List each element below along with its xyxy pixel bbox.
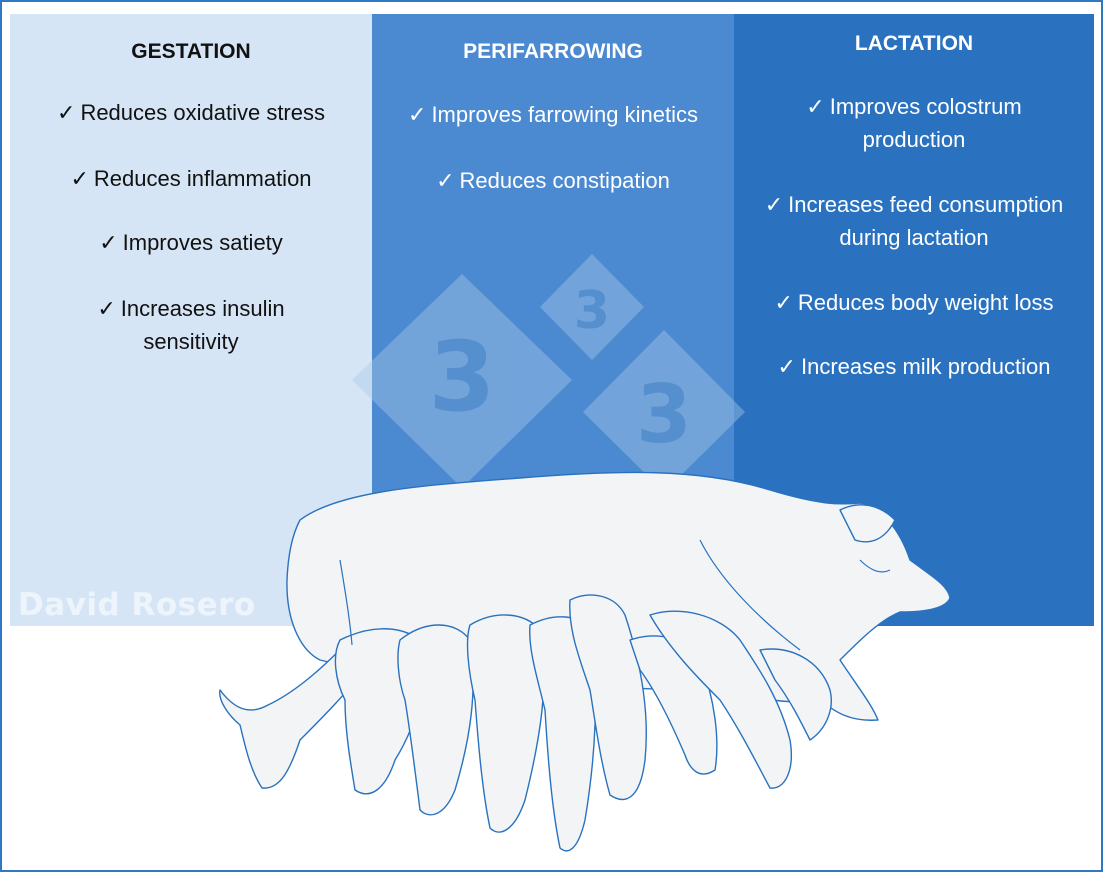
lactation-title: LACTATION xyxy=(854,32,974,55)
perifarrowing-item: ✓Improves farrowing kinetics xyxy=(408,102,698,127)
piglet xyxy=(397,624,474,816)
diamond-large-left xyxy=(352,274,572,488)
watermark-logo: 3 3 3 xyxy=(352,254,745,492)
author-watermark: David Rosero xyxy=(18,587,256,623)
check-icon: ✓ xyxy=(806,94,825,119)
piglet xyxy=(759,648,832,741)
gestation-item: ✓Improves satiety xyxy=(99,230,283,255)
gestation-item: ✓Reduces inflammation xyxy=(70,166,312,191)
gestation-title: GESTATION xyxy=(131,40,251,63)
check-icon: ✓ xyxy=(70,166,89,191)
logo-digit: 3 xyxy=(429,321,496,433)
check-icon: ✓ xyxy=(97,296,116,321)
piglet xyxy=(219,638,376,789)
check-icon: ✓ xyxy=(764,192,784,217)
perifarrowing-item: ✓Reduces constipation xyxy=(436,168,670,193)
check-icon: ✓ xyxy=(436,168,455,193)
lactation-item: ✓Reduces body weight loss xyxy=(774,290,1054,315)
logo-digit: 3 xyxy=(574,281,610,341)
logo-digit: 3 xyxy=(636,368,692,461)
check-icon: ✓ xyxy=(774,290,793,315)
perifarrowing-title: PERIFARROWING xyxy=(463,40,643,63)
diamond-small-top xyxy=(540,254,644,360)
gestation-item: ✓Reduces oxidative stress xyxy=(57,100,325,125)
sow-ear xyxy=(839,504,896,543)
gestation-panel: GESTATION ✓Reduces oxidative stress ✓Red… xyxy=(10,14,372,626)
lactation-item: ✓Increases milk production xyxy=(777,354,1051,379)
sow-leg-line xyxy=(339,559,353,646)
check-icon: ✓ xyxy=(99,230,118,255)
piglet xyxy=(569,594,647,800)
check-icon: ✓ xyxy=(408,102,427,127)
lactation-item: ✓Increases feed consumption during lacta… xyxy=(764,192,1064,250)
sow-eye-line xyxy=(859,559,891,573)
piglet xyxy=(649,610,792,789)
check-icon: ✓ xyxy=(777,354,796,379)
gestation-item: ✓Increases insulin sensitivity xyxy=(97,296,285,354)
sow-leg-line xyxy=(699,539,801,651)
diamond-right xyxy=(583,330,745,492)
lactation-item: ✓Improves colostrum production xyxy=(806,94,1022,152)
check-icon: ✓ xyxy=(57,100,76,125)
